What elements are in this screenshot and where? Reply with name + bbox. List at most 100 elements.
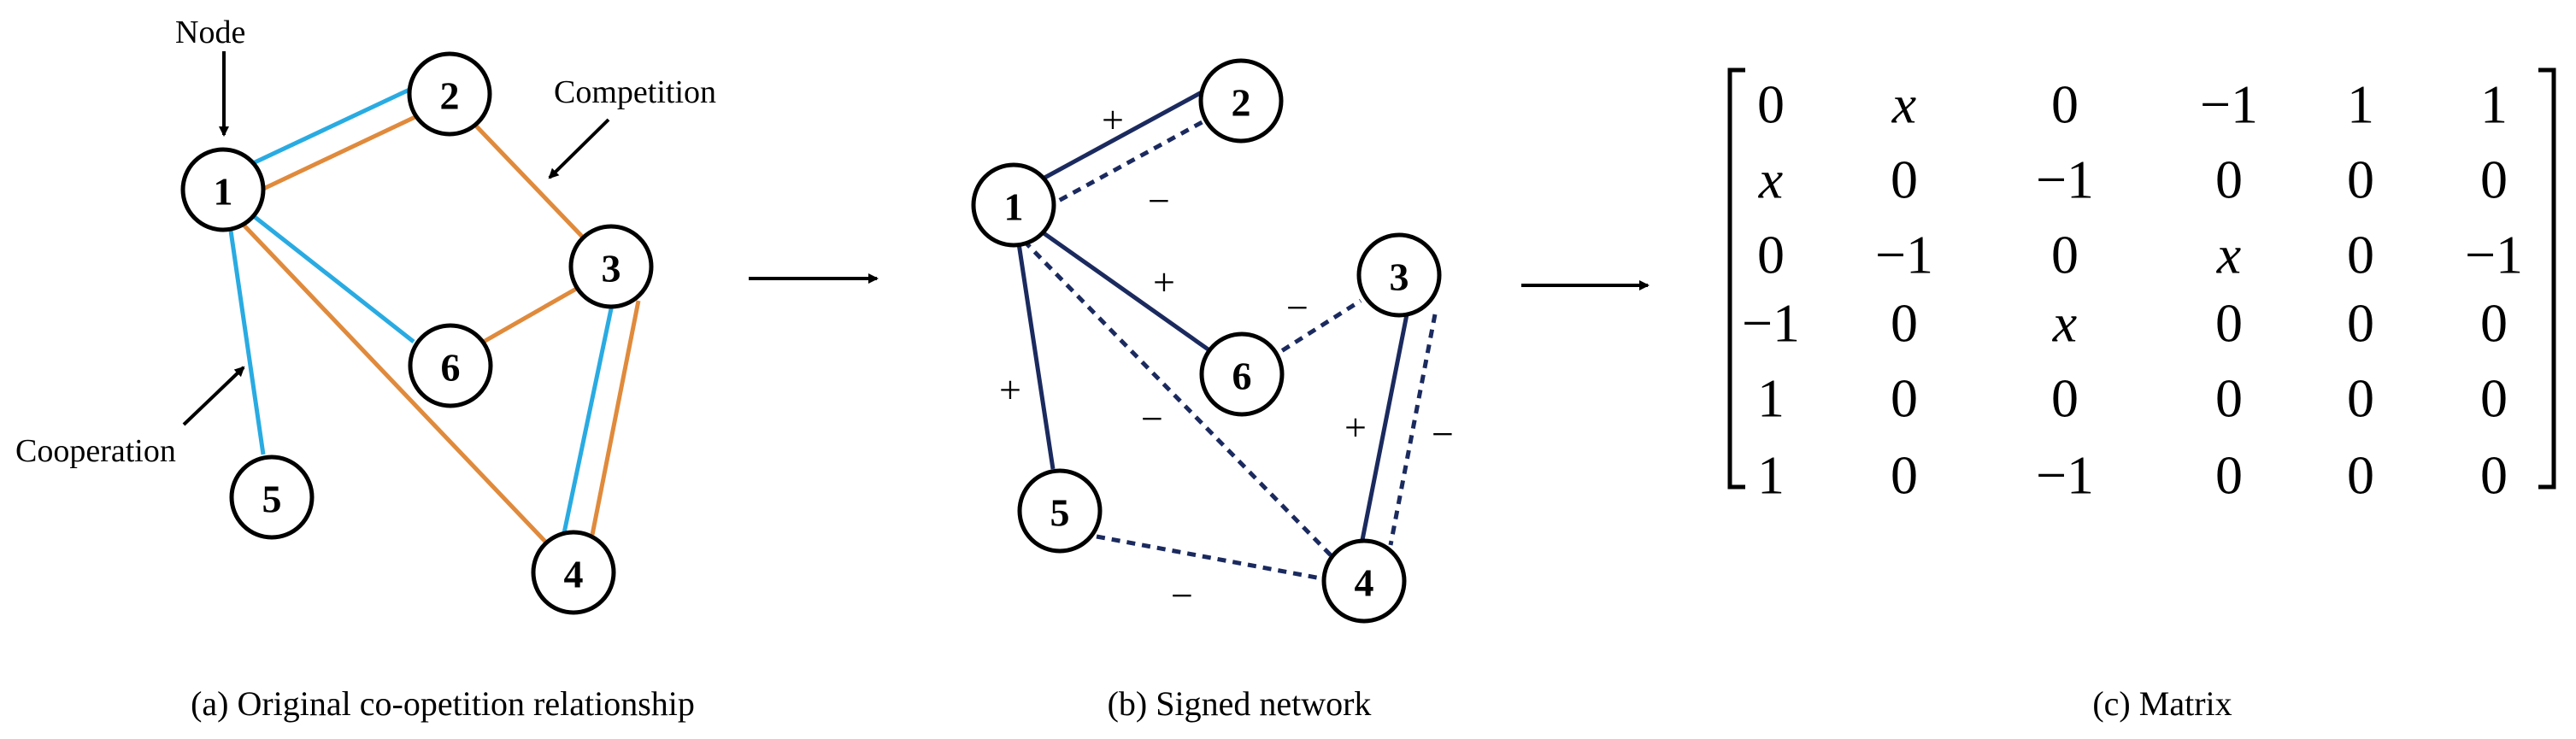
edge-1-2-competition bbox=[260, 112, 422, 192]
edge-1-2-positive bbox=[1035, 90, 1203, 185]
callout-competition-label: Competition bbox=[554, 74, 716, 110]
matrix-cell-r2-c2: 0 bbox=[1891, 150, 1918, 210]
matrix-cell-r4-c4: 0 bbox=[2215, 293, 2243, 354]
node-3: 3 bbox=[1356, 232, 1442, 318]
sign-5-4-negative: − bbox=[1171, 574, 1193, 618]
node-6: 6 bbox=[1199, 331, 1285, 417]
matrix-cell-r2-c4: 0 bbox=[2215, 150, 2243, 210]
node-label: 5 bbox=[1050, 491, 1070, 535]
edge-6-3-competition bbox=[474, 285, 579, 349]
matrix-cell-r6-c6: 0 bbox=[2480, 445, 2508, 506]
matrix-cell-r4-c3: x bbox=[2052, 293, 2077, 354]
matrix-cell-r1-c4: −1 bbox=[2200, 74, 2258, 135]
node-2: 2 bbox=[407, 51, 492, 137]
sign-1-4-negative: − bbox=[1141, 397, 1163, 441]
node-1: 1 bbox=[180, 147, 266, 232]
node-label: 4 bbox=[564, 553, 584, 596]
node-1: 1 bbox=[971, 162, 1056, 248]
panel-b-caption: (b) Signed network bbox=[1108, 684, 1372, 723]
node-5: 5 bbox=[1017, 468, 1103, 554]
node-4: 4 bbox=[1321, 538, 1407, 624]
matrix-cell-r2-c1: x bbox=[1758, 150, 1783, 210]
node-label: 1 bbox=[214, 170, 233, 214]
edge-1-6-cooperation bbox=[249, 212, 415, 343]
node-label: 5 bbox=[262, 478, 282, 521]
matrix-cell-r6-c5: 0 bbox=[2347, 445, 2374, 506]
panel-c-caption: (c) Matrix bbox=[2092, 684, 2232, 723]
sign-3-4-positive: + bbox=[1344, 406, 1367, 449]
matrix-cell-r3-c4: x bbox=[2216, 225, 2241, 285]
edge-6-3-negative bbox=[1267, 298, 1362, 361]
matrix-cell-r1-c2: x bbox=[1891, 74, 1916, 135]
panel-a-caption: (a) Original co-opetition relationship bbox=[191, 684, 695, 723]
callout-competition-arrow bbox=[548, 118, 610, 179]
node-label: 6 bbox=[441, 346, 461, 390]
matrix-cell-r3-c3: 0 bbox=[2051, 225, 2079, 285]
edge-3-4-competition bbox=[590, 300, 641, 536]
node-5: 5 bbox=[229, 455, 315, 540]
matrix-cell-r3-c5: 0 bbox=[2347, 225, 2374, 285]
matrix-cell-r6-c4: 0 bbox=[2215, 445, 2243, 506]
matrix-cell-r2-c6: 0 bbox=[2480, 150, 2508, 210]
matrix-cell-r3-c2: −1 bbox=[1875, 225, 1933, 285]
callout-node-label: Node bbox=[175, 15, 245, 50]
sign-1-5-positive: + bbox=[999, 368, 1021, 412]
sign-1-6-positive: + bbox=[1153, 261, 1175, 304]
matrix-cell-r2-c5: 0 bbox=[2347, 150, 2374, 210]
matrix-cell-r1-c1: 0 bbox=[1757, 74, 1785, 135]
matrix-cell-r5-c3: 0 bbox=[2051, 368, 2079, 429]
matrix-cell-r4-c6: 0 bbox=[2480, 293, 2508, 354]
edge-1-5-cooperation bbox=[228, 230, 266, 455]
matrix-cell-r4-c5: 0 bbox=[2347, 293, 2374, 354]
matrix-cell-r3-c1: 0 bbox=[1757, 225, 1785, 285]
node-label: 2 bbox=[1232, 81, 1251, 125]
sign-1-2-negative: − bbox=[1148, 179, 1170, 223]
matrix-cell-r2-c3: −1 bbox=[2036, 150, 2094, 210]
matrix-cell-r5-c5: 0 bbox=[2347, 368, 2374, 429]
matrix-cell-r5-c1: 1 bbox=[1757, 368, 1785, 429]
sign-3-4-negative: − bbox=[1432, 413, 1454, 456]
edge-3-4-negative bbox=[1388, 314, 1438, 546]
edge-1-4-competition bbox=[238, 219, 549, 545]
edge-1-6-positive bbox=[1038, 228, 1211, 353]
sign-6-3-negative: − bbox=[1286, 286, 1309, 330]
edge-1-4-negative bbox=[1022, 239, 1337, 561]
panel-a-original-relationship: 1 2 3 4 5 6 Node Competition Cooperation bbox=[15, 15, 716, 723]
matrix-right-bracket bbox=[2538, 67, 2556, 490]
sign-1-2-positive: + bbox=[1102, 98, 1124, 142]
node-label: 2 bbox=[440, 74, 460, 118]
edge-5-4-negative bbox=[1096, 534, 1326, 582]
node-4: 4 bbox=[531, 530, 616, 615]
matrix-cell-r5-c4: 0 bbox=[2215, 368, 2243, 429]
matrix-cell-r5-c6: 0 bbox=[2480, 368, 2508, 429]
edge-2-3-competition bbox=[467, 116, 590, 244]
node-label: 6 bbox=[1232, 355, 1252, 398]
edge-3-4-positive bbox=[1360, 314, 1409, 541]
matrix-cell-r4-c2: 0 bbox=[1891, 293, 1918, 354]
matrix-cell-r6-c2: 0 bbox=[1891, 445, 1918, 506]
matrix-cell-r1-c3: 0 bbox=[2051, 74, 2079, 135]
callout-cooperation-arrow bbox=[182, 366, 245, 426]
node-label: 4 bbox=[1355, 561, 1374, 605]
edge-1-5-positive bbox=[1016, 243, 1056, 470]
node-2: 2 bbox=[1198, 58, 1284, 144]
node-label: 3 bbox=[1390, 255, 1409, 299]
edge-3-4-cooperation bbox=[562, 300, 615, 534]
node-3: 3 bbox=[568, 224, 654, 309]
matrix-cell-r4-c1: −1 bbox=[1742, 293, 1800, 354]
callout-cooperation-label: Cooperation bbox=[15, 433, 176, 469]
node-label: 1 bbox=[1004, 185, 1024, 229]
edge-1-2-cooperation bbox=[251, 86, 413, 166]
node-6: 6 bbox=[408, 323, 493, 408]
matrix-cell-r3-c6: −1 bbox=[2465, 225, 2523, 285]
node-label: 3 bbox=[602, 247, 621, 290]
matrix-cell-r6-c1: 1 bbox=[1757, 445, 1785, 506]
matrix-cell-r5-c2: 0 bbox=[1891, 368, 1918, 429]
panel-b-signed-network: + − + − + − + − − 1 2 3 4 5 6 bbox=[971, 58, 1454, 723]
matrix-cell-r6-c3: −1 bbox=[2036, 445, 2094, 506]
matrix-left-bracket bbox=[1727, 67, 1745, 490]
matrix-cell-r1-c6: 1 bbox=[2480, 74, 2508, 135]
